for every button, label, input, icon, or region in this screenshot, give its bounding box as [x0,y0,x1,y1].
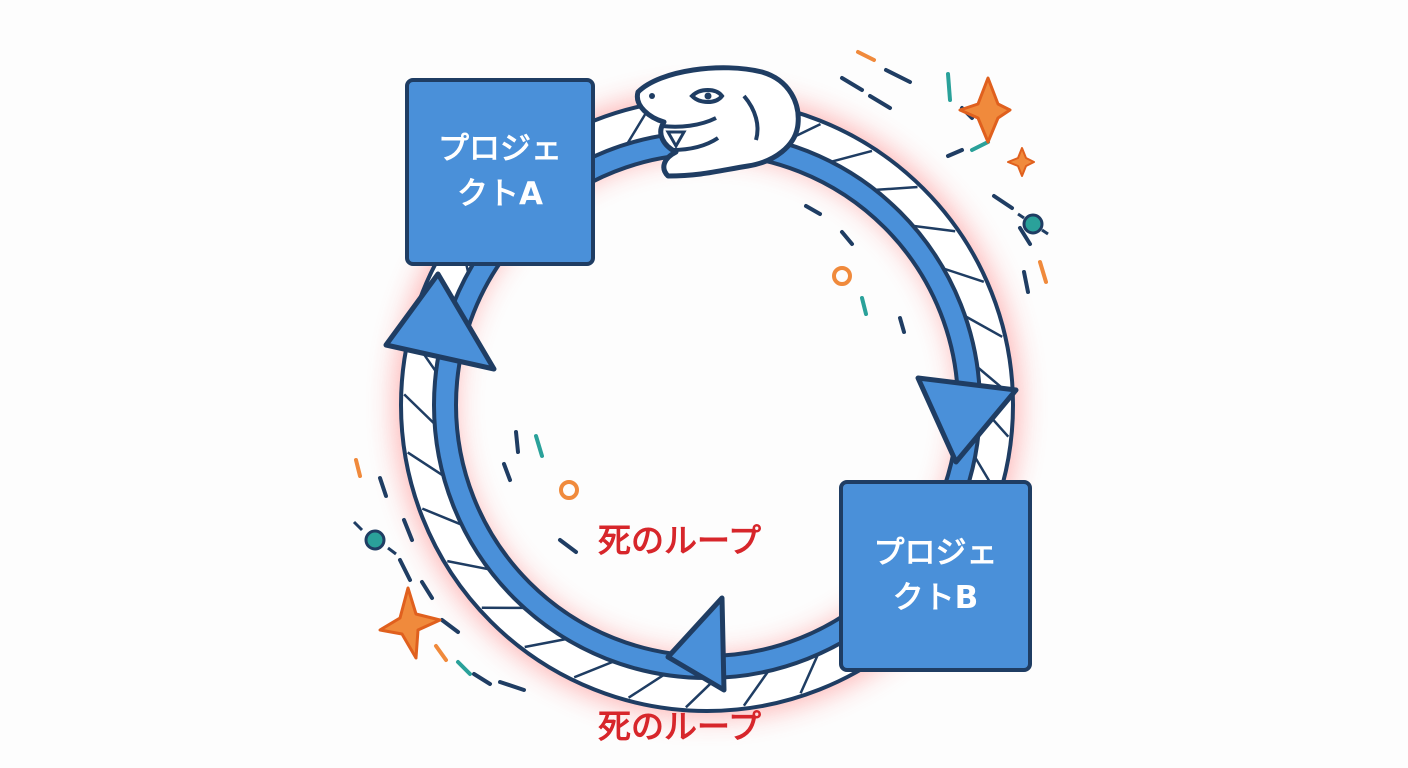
snake-scale [421,507,463,526]
snake-scale [627,673,665,699]
arrow-icon [915,375,1019,465]
snake-scale [407,451,444,477]
death-loop-label-inner: 死のループ [598,521,762,560]
snake-head-icon [634,65,801,179]
arrow-icon [383,271,497,372]
snake-scale [573,660,615,679]
project-a-label-line1: プロジェ [438,131,562,168]
snake-scale [403,393,436,425]
project-a-label-line2: クトA [457,176,543,212]
snake-scale [943,267,985,283]
snake-scale [742,670,770,707]
snake-scale [830,149,873,164]
snake-scale [964,315,1003,338]
snake-scale [447,559,490,571]
project-b-label-line2: クトB [892,580,979,616]
sparkle-icon [958,76,1012,144]
sparkle-icon [378,586,442,660]
snake-scale [875,185,918,192]
project-a-label: プロジェ クトA [438,127,562,217]
project-b-label-line1: プロジェ [873,535,998,572]
decor-dots [352,212,1049,556]
project-b-box: プロジェ クトB [839,480,1032,672]
sparkle-icon [1007,147,1035,177]
project-b-label: プロジェ クトB [874,531,998,621]
snake-scale [799,653,820,694]
snake-scale [524,637,567,649]
motion-lines [354,50,1048,692]
death-loop-label-bottom: 死のループ [598,707,762,746]
project-a-box: プロジェ クトA [405,78,595,266]
arrow-icon [665,595,727,693]
snake-scale [912,224,956,233]
